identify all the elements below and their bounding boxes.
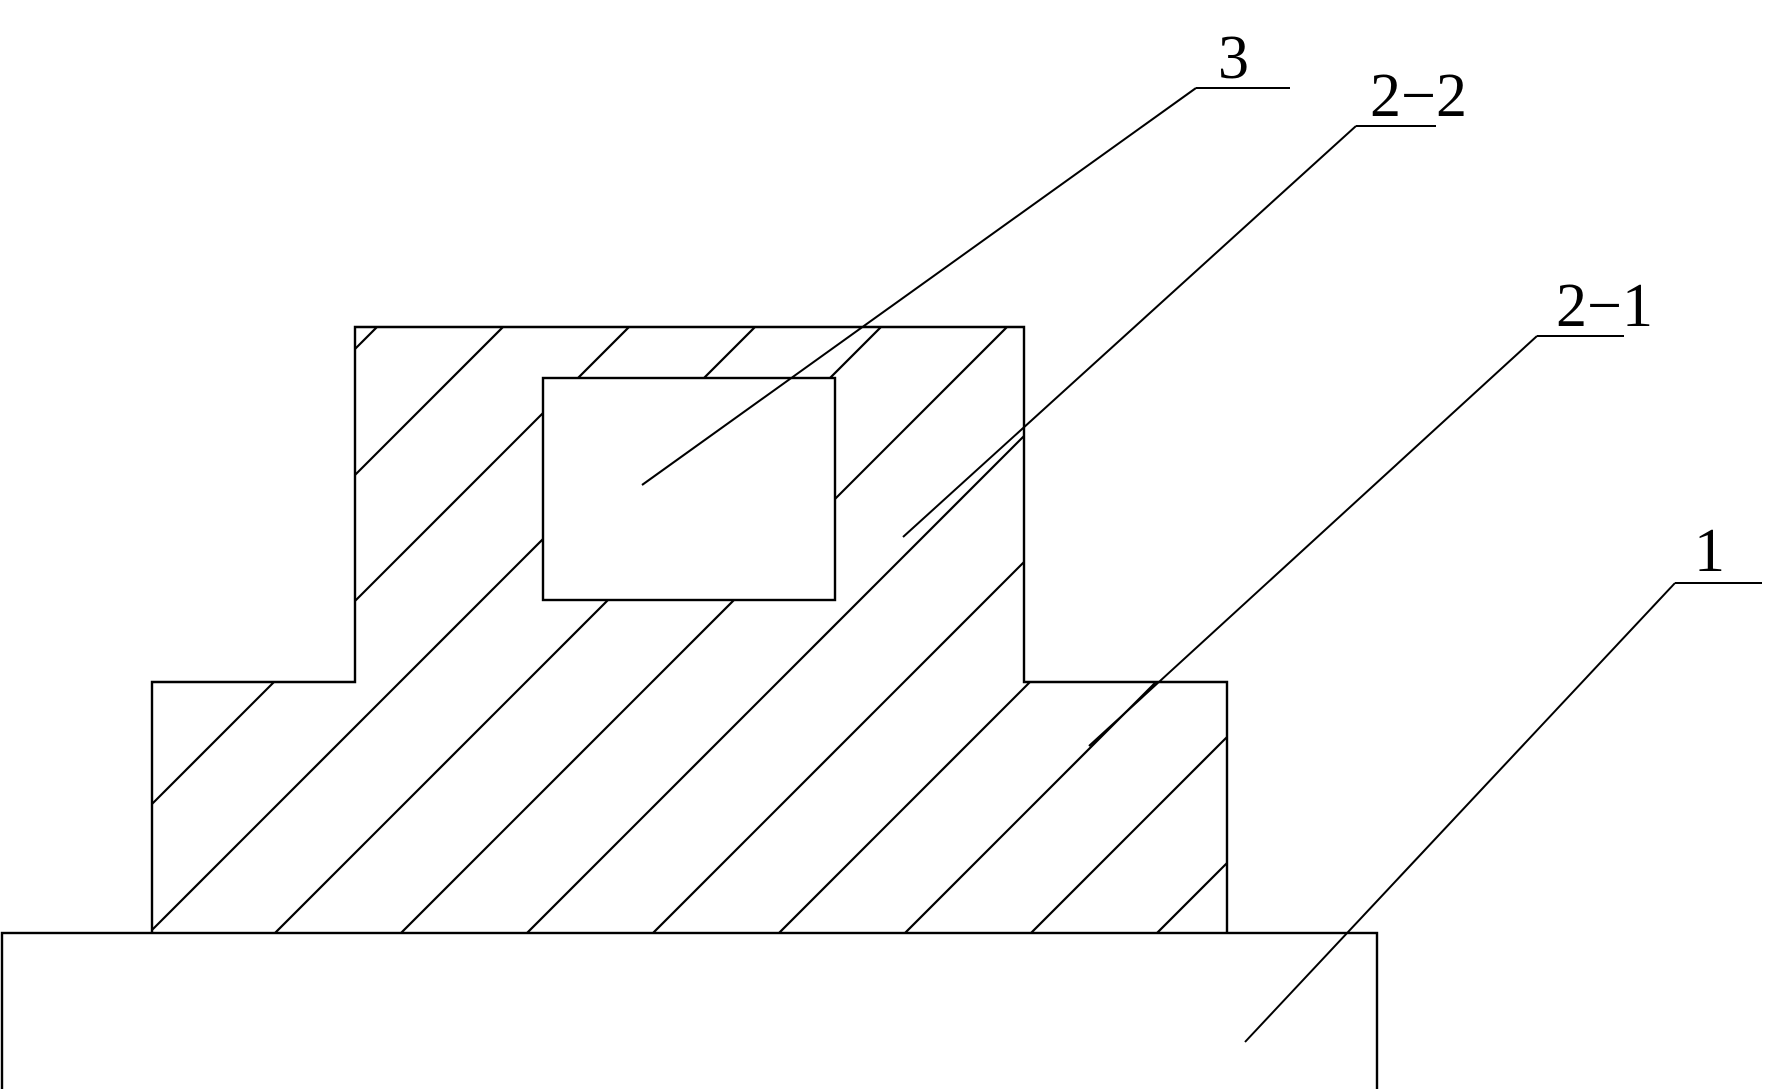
callout-label-2-2: 2−2 [1370,62,1467,130]
leader-2-1 [1088,335,1538,747]
hatch-line [1115,327,1227,933]
leader-lines [641,87,1762,1043]
base-plate [0,931,1379,1089]
hatch-line [863,327,1227,933]
hatch-line [152,327,579,933]
embedded-block [541,376,837,602]
leader-2-2 [902,125,1357,538]
hatch-line [233,327,1227,933]
hatch-line [611,327,1227,933]
leader-3 [641,87,1197,486]
hatch-line [359,327,1227,933]
leader-1 [1244,582,1676,1043]
hatch-line [152,327,705,933]
stepped-layer-outline [150,325,1229,933]
hatch-line [152,327,831,933]
hatch-line [152,327,201,933]
hatch-line [152,327,1209,933]
hatch-line [737,327,1227,933]
hatch-line [152,327,1083,933]
callout-label-3: 3 [1218,24,1249,92]
hatch-line [152,327,453,933]
hatch-line [152,327,957,933]
callout-label-2-1: 2−1 [1556,272,1653,340]
hatch-line [152,327,327,933]
hatch-line [485,327,1227,933]
callout-label-1: 1 [1694,517,1725,585]
hatch-line [989,327,1227,933]
